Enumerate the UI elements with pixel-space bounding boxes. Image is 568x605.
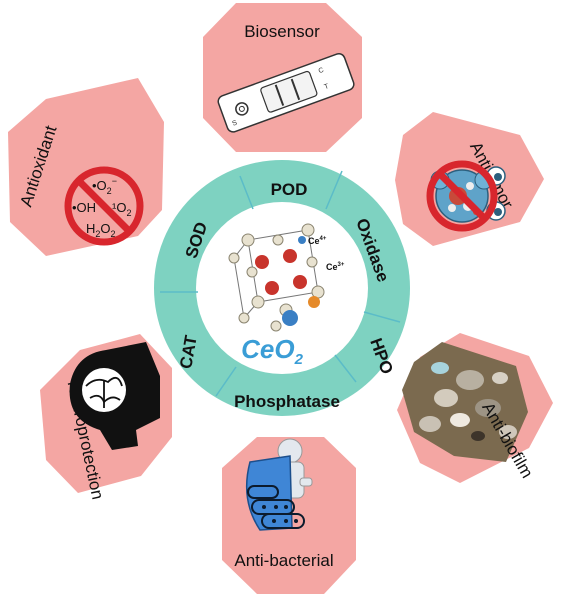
- svg-text:•OH: •OH: [72, 200, 96, 215]
- ros-peroxide: H: [86, 221, 95, 236]
- test-strip-icon: C T S: [217, 52, 355, 133]
- panel-antioxidant: Antioxidant •O2− •OH ¹O2 H2O2: [8, 78, 164, 256]
- ion-label-ce3: Ce3+: [326, 262, 345, 272]
- brain-head-icon: [69, 342, 160, 450]
- ring-label-phosphatase: Phosphatase: [234, 392, 340, 411]
- svg-text:¹O2: ¹O2: [112, 200, 131, 218]
- svg-text:H2O2: H2O2: [86, 221, 116, 239]
- biofilm-photo: [402, 342, 528, 462]
- panel-antibacterial: Anti-bacterial: [222, 437, 356, 594]
- ring-dividers: [160, 170, 401, 397]
- panel-antitumor: Antitumor: [395, 112, 544, 246]
- strip-mark-c: C: [318, 67, 325, 75]
- svg-text:•O2−: •O2−: [92, 176, 117, 196]
- panel-neuroprotection: Neuroprotection: [40, 334, 172, 501]
- panel-biosensor: Biosensor C T S: [203, 3, 362, 152]
- ros-species: •O2− •OH ¹O2 H2O2: [72, 176, 131, 239]
- ring-core: [196, 202, 368, 374]
- ros-hydroxyl: •OH: [72, 200, 96, 215]
- ring-label-pod: POD: [271, 180, 308, 199]
- crystal-structure: Ce4+ Ce3+: [228, 223, 345, 332]
- strip-mark-t: T: [323, 83, 330, 91]
- label-antibacterial: Anti-bacterial: [234, 551, 333, 570]
- ros-superoxide: •O: [92, 178, 107, 193]
- octagon-antioxidant: [8, 78, 164, 256]
- prohibition-icon: [64, 166, 144, 246]
- prohibition-icon: [426, 160, 498, 232]
- formula-ceo2: CeO2: [241, 334, 303, 368]
- ion-label-ce4: Ce4+: [308, 236, 327, 246]
- ros-singlet-oxygen: ¹O: [112, 200, 126, 215]
- strip-mark-s: S: [231, 119, 238, 127]
- enzyme-ring: POD Oxidase HPO Phosphatase CAT SOD: [154, 160, 410, 416]
- label-biosensor: Biosensor: [244, 22, 320, 41]
- bacteria-shield-icon: [245, 438, 313, 531]
- panel-antibiofilm: Anti-biofilm: [397, 333, 553, 483]
